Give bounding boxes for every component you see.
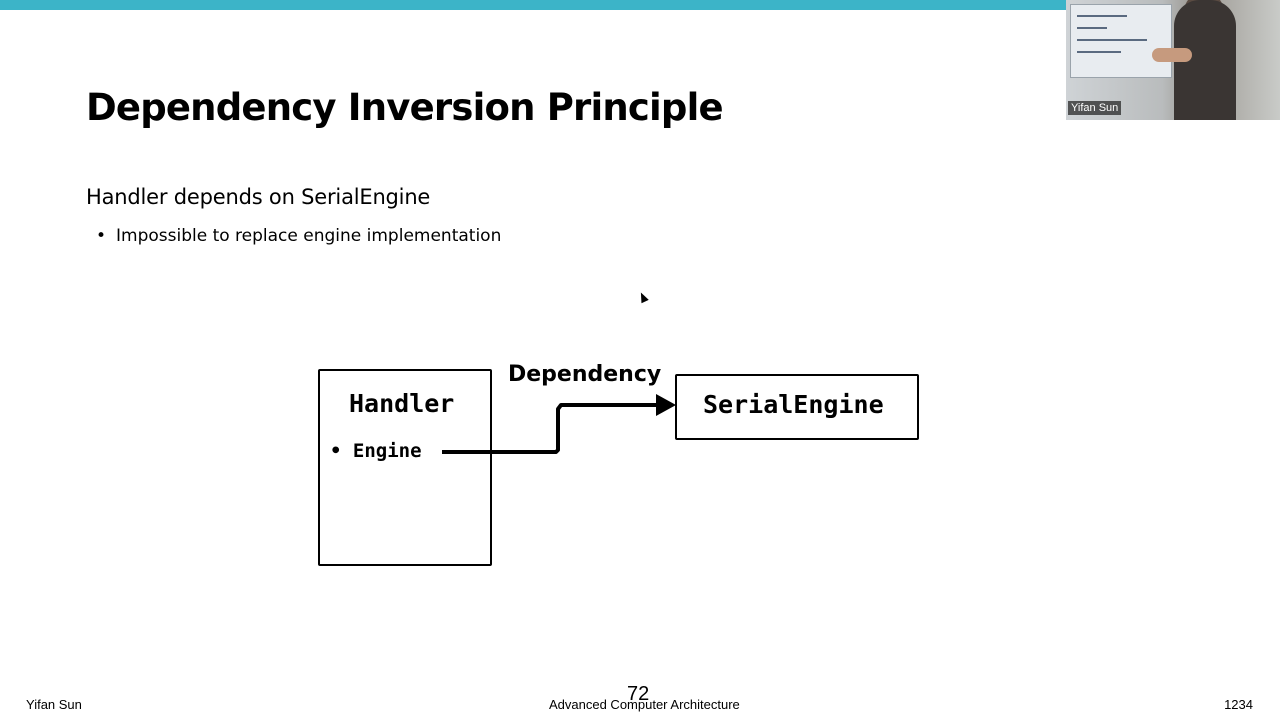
- webcam-name-tag: Yifan Sun: [1068, 101, 1122, 115]
- dependency-arrow-line: [442, 403, 660, 454]
- webcam-person-arm: [1152, 48, 1192, 62]
- serial-engine-box: [675, 374, 919, 440]
- footer-course: Advanced Computer Architecture: [549, 697, 740, 712]
- handler-field-label: Engine: [352, 440, 422, 462]
- bullet-item: • Impossible to replace engine implementa…: [96, 226, 501, 246]
- page-number: 72: [627, 683, 650, 705]
- handler-field-engine: • Engine: [330, 440, 422, 462]
- serial-engine-box-title: SerialEngine: [703, 390, 884, 419]
- footer-author: Yifan Sun: [26, 697, 82, 712]
- webcam-whiteboard: [1070, 4, 1172, 78]
- bullet-text: Impossible to replace engine implementat…: [116, 226, 502, 246]
- webcam-video[interactable]: [1066, 0, 1280, 120]
- dependency-label: Dependency: [508, 362, 662, 387]
- accent-bar: [0, 0, 1066, 10]
- handler-box: [318, 369, 492, 566]
- slide-title: Dependency Inversion Principle: [86, 86, 724, 129]
- slide-heading: Handler depends on SerialEngine: [86, 185, 431, 209]
- footer-code: 1234: [1224, 697, 1253, 712]
- bullet-dot-icon: •: [96, 226, 107, 246]
- dependency-arrow-head: [656, 394, 676, 416]
- handler-box-title: Handler: [349, 389, 455, 418]
